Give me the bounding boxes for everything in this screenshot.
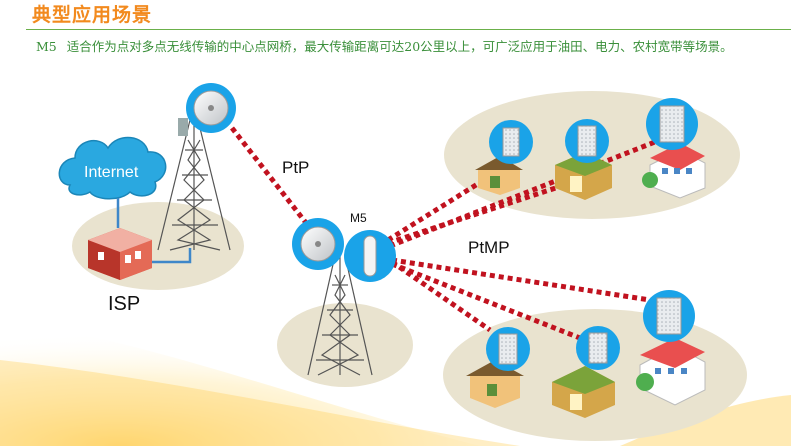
- left-dish-badge: [186, 83, 236, 133]
- center-tower: [307, 255, 373, 376]
- description-text: 适合作为点对多点无线传输的中心点网桥，最大传输距离可达20公里以上，可广泛应用于…: [66, 39, 733, 54]
- description: M5 适合作为点对多点无线传输的中心点网桥，最大传输距离可达20公里以上，可广泛应…: [36, 38, 786, 55]
- left-tower: [157, 110, 231, 251]
- isp-label: ISP: [108, 293, 141, 315]
- title-divider: [26, 29, 791, 30]
- village-bottom-badges: [486, 290, 695, 371]
- isp-building: [88, 228, 152, 280]
- center-sector-badge: [344, 230, 396, 282]
- village-top-houses: [475, 143, 706, 200]
- ptp-label: PtP: [282, 158, 310, 177]
- village-bottom-houses: [466, 338, 706, 418]
- internet-label: Internet: [84, 164, 139, 181]
- ptmp-label: PtMP: [468, 238, 510, 257]
- center-dish-badge: [292, 218, 344, 270]
- m5-label: M5: [350, 211, 367, 225]
- page-title: 典型应用场景: [32, 4, 153, 26]
- description-tag: M5: [36, 39, 57, 54]
- village-top-badges: [489, 98, 698, 164]
- internet-cloud: [58, 136, 167, 200]
